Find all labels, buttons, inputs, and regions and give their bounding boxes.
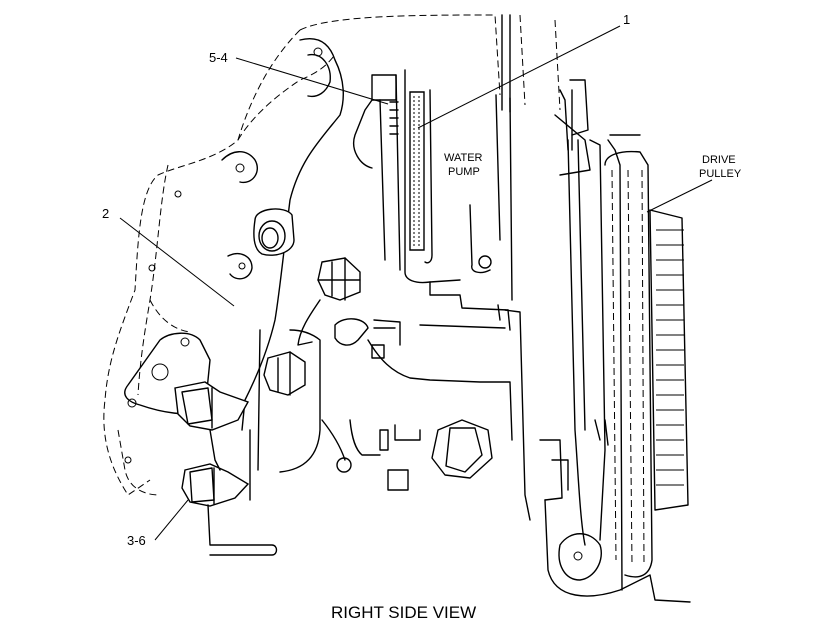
leader-1 xyxy=(417,25,621,129)
bolt-hex-upper xyxy=(317,257,361,301)
bolt-hex-middle xyxy=(263,351,306,396)
boss-center xyxy=(297,299,369,346)
drive-pulley-label-line1: DRIVE xyxy=(702,154,736,166)
callout-2: 2 xyxy=(102,206,109,221)
water-pump-label-line1: WATER xyxy=(444,152,483,164)
drive-pulley xyxy=(544,134,691,603)
bolt-left-2 xyxy=(181,463,250,507)
bolt-left-1 xyxy=(174,381,250,431)
leader-drive-pulley xyxy=(646,179,713,213)
water-pump-housing xyxy=(353,69,591,331)
water-pump-label-line2: PUMP xyxy=(448,166,480,178)
front-cover xyxy=(117,38,344,496)
leader-lines xyxy=(119,25,713,541)
callout-1: 1 xyxy=(623,12,630,27)
boss-left-upper xyxy=(253,208,295,256)
drive-pulley-label-line2: PULLEY xyxy=(699,168,742,180)
leader-2 xyxy=(119,217,235,307)
engine-block-outline xyxy=(103,14,561,496)
leader-5-4 xyxy=(235,57,389,105)
callout-5-4: 5-4 xyxy=(209,50,228,65)
leader-3-6 xyxy=(154,499,189,541)
callout-3-6: 3-6 xyxy=(127,533,146,548)
lower-housing xyxy=(207,309,569,556)
bolt-hex-lower-center xyxy=(431,419,493,479)
view-caption: RIGHT SIDE VIEW xyxy=(331,603,476,622)
